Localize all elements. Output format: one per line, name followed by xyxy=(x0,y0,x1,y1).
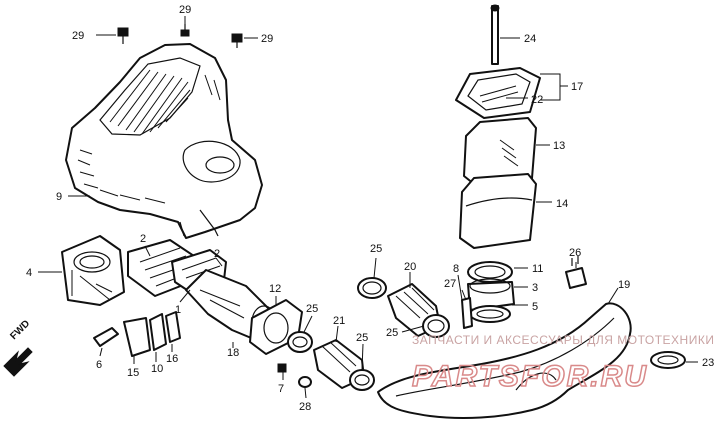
callout-25d: 25 xyxy=(356,332,368,344)
callout-29b: 29 xyxy=(179,4,191,16)
callout-labels: 29 29 29 24 17 22 13 14 9 2 2 4 1 6 15 1… xyxy=(26,4,714,413)
callout-25a: 25 xyxy=(370,243,382,255)
bolt-29-left xyxy=(117,27,129,44)
callout-26: 26 xyxy=(569,247,581,259)
hose-part-19 xyxy=(377,302,632,419)
callout-27: 27 xyxy=(444,278,456,290)
callout-2b: 2 xyxy=(214,248,220,260)
bolt-29-top xyxy=(180,24,190,37)
bolt-28 xyxy=(298,376,312,388)
leader-lines xyxy=(38,16,698,399)
watermark: ЗАПЧАСТИ И АКСЕССУАРЫ ДЛЯ МОТОТЕХНИКИ PA… xyxy=(411,333,714,394)
callout-25c: 25 xyxy=(386,327,398,339)
clamp-25-top xyxy=(357,277,387,299)
callout-25b: 25 xyxy=(306,303,318,315)
manifold-part-4 xyxy=(61,235,125,306)
callout-1: 1 xyxy=(175,304,181,316)
small-parts-group xyxy=(93,311,181,357)
bolt-7 xyxy=(277,363,287,373)
sensor-part-26 xyxy=(565,256,587,289)
callout-21: 21 xyxy=(333,315,345,327)
cap-part-17 xyxy=(455,67,541,119)
callout-19: 19 xyxy=(618,279,630,291)
callout-9: 9 xyxy=(56,191,62,203)
callout-2a: 2 xyxy=(140,233,146,245)
callout-29a: 29 xyxy=(72,30,84,42)
callout-14: 14 xyxy=(556,198,568,210)
watermark-line1: ЗАПЧАСТИ И АКСЕССУАРЫ ДЛЯ МОТОТЕХНИКИ xyxy=(412,333,714,347)
callout-28: 28 xyxy=(299,401,311,413)
air-box-part-9 xyxy=(65,43,263,239)
callout-17: 17 xyxy=(571,81,583,93)
callout-22: 22 xyxy=(531,94,543,106)
watermark-logo: PARTSFOR.RU xyxy=(412,360,648,393)
callout-8: 8 xyxy=(453,263,459,275)
callout-16: 16 xyxy=(166,353,178,365)
clamp-25-left xyxy=(287,331,313,353)
callout-23: 23 xyxy=(702,357,714,369)
callout-3: 3 xyxy=(532,282,538,294)
clamp-25-low xyxy=(349,369,375,391)
callout-13: 13 xyxy=(553,140,565,152)
fwd-label: FWD xyxy=(8,318,32,342)
ring-part-5 xyxy=(469,305,511,323)
callout-7: 7 xyxy=(278,383,284,395)
callout-5: 5 xyxy=(532,301,538,313)
callout-15: 15 xyxy=(127,367,139,379)
fwd-arrow-icon: FWD xyxy=(3,318,33,377)
callout-18: 18 xyxy=(227,347,239,359)
filter-element-part-13 xyxy=(463,117,537,185)
callout-4: 4 xyxy=(26,267,32,279)
callout-20: 20 xyxy=(404,261,416,273)
filter-housing-part-14 xyxy=(459,173,537,249)
callout-12: 12 xyxy=(269,283,281,295)
bolt-29-right xyxy=(231,33,243,48)
callout-29c: 29 xyxy=(261,33,273,45)
bolt-part-24 xyxy=(490,4,500,65)
clip-part-27 xyxy=(461,297,473,329)
callout-6a: 6 xyxy=(96,359,102,371)
callout-11: 11 xyxy=(532,263,543,275)
callout-24: 24 xyxy=(524,33,536,45)
callout-10: 10 xyxy=(151,363,163,375)
ring-part-23 xyxy=(650,351,686,369)
cap-part-11 xyxy=(467,261,513,283)
